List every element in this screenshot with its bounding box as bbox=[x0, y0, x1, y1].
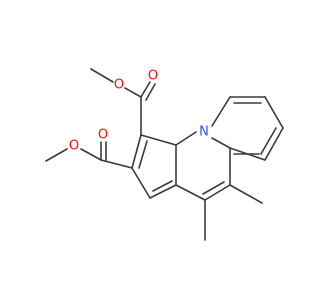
bond-c-o-double1b bbox=[145, 83, 156, 101]
bond-c4-c3a bbox=[175, 184, 206, 201]
bond-n-c4a bbox=[211, 137, 231, 149]
bond-c2-c3 bbox=[131, 167, 151, 199]
o-ester2-methoxy-label: O bbox=[69, 139, 79, 154]
o-ester1-carbonyl-label: O bbox=[148, 69, 158, 84]
o-ester2-carbonyl-label: O bbox=[98, 128, 108, 143]
bond-c5-methyl bbox=[229, 184, 263, 204]
structure-diagram: O O O O N bbox=[0, 0, 300, 300]
bond-c5-c4-double-b bbox=[202, 181, 225, 195]
bond-n-c9 bbox=[211, 96, 231, 127]
bond-c3-c3a-double-b bbox=[152, 180, 173, 192]
bond-c7-c6-double-a bbox=[264, 127, 284, 161]
bond-c3-c3a-double-a bbox=[149, 184, 177, 199]
bond-o-c-ester2 bbox=[80, 148, 102, 161]
o-ester1-methoxy-label: O bbox=[114, 78, 124, 93]
bond-ester2-ring bbox=[100, 159, 133, 169]
background bbox=[0, 0, 300, 300]
bond-c7-c6-double-b bbox=[260, 127, 277, 155]
bond-c8-c7 bbox=[264, 96, 284, 129]
atom-labels: O O O O N bbox=[69, 69, 209, 154]
bond-c1-c2-double-b bbox=[138, 140, 148, 169]
bond-c-o-double1a bbox=[140, 81, 151, 98]
bond-methyl2-o bbox=[45, 148, 68, 162]
bonds bbox=[45, 68, 284, 241]
bond-c10a-n bbox=[175, 131, 197, 146]
bond-methyl1-o bbox=[90, 68, 114, 83]
bond-o-c-ester1 bbox=[124, 87, 142, 98]
bond-c5-c4-double-a bbox=[204, 184, 231, 201]
bond-c1-c2-double-a bbox=[131, 134, 142, 169]
bond-c10a-c1 bbox=[140, 134, 177, 146]
n-ring-label: N bbox=[199, 125, 209, 140]
